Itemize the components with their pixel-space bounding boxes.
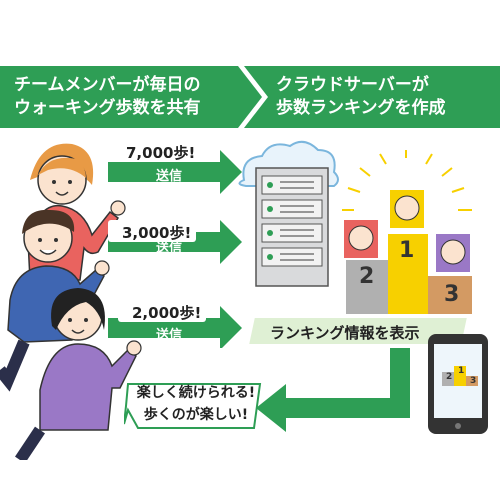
send-arrow-3 bbox=[108, 306, 242, 348]
phone-rank-1: 1 bbox=[458, 366, 465, 376]
phone-rank-2: 2 bbox=[446, 372, 453, 382]
banner-right-shape bbox=[244, 66, 500, 128]
banner-left-line2: ウォーキング歩数を共有 bbox=[14, 98, 201, 118]
header-banners bbox=[0, 66, 500, 128]
glow-rays bbox=[342, 150, 472, 211]
podium-second bbox=[346, 260, 388, 314]
speech-line2: 歩くのが楽しい! bbox=[143, 407, 249, 423]
return-arrow bbox=[256, 348, 410, 432]
send-label-1: 送信 bbox=[156, 169, 183, 184]
podium-first-number: 1 bbox=[399, 238, 415, 263]
step-count-1: 7,000歩! bbox=[112, 140, 200, 162]
person-3 bbox=[15, 288, 142, 460]
banner-right: クラウドサーバーが 歩数ランキングを作成 bbox=[276, 66, 496, 128]
podium-second-number: 2 bbox=[359, 264, 375, 289]
cloud-server-icon bbox=[238, 140, 339, 287]
speech-bubble bbox=[124, 383, 262, 429]
step-count-3-text: 2,000歩! bbox=[132, 304, 202, 322]
banner-left-shape bbox=[0, 66, 262, 128]
step-count-2: 3,000歩! bbox=[108, 220, 196, 242]
ranking-podium bbox=[342, 150, 472, 314]
smartphone-icon bbox=[428, 334, 488, 434]
banner-left: チームメンバーが毎日の ウォーキング歩数を共有 bbox=[14, 66, 244, 128]
step-count-2-text: 3,000歩! bbox=[122, 224, 192, 242]
walking-people-illustration bbox=[0, 143, 142, 460]
banner-left-line1: チームメンバーが毎日の bbox=[14, 75, 201, 95]
podium-third bbox=[428, 276, 472, 314]
banner-right-line1: クラウドサーバーが bbox=[276, 75, 429, 95]
send-arrows bbox=[108, 150, 242, 348]
phone-rank-3: 3 bbox=[470, 376, 477, 386]
send-label-2: 送信 bbox=[156, 241, 183, 256]
ranking-label: ランキング情報を表示 bbox=[270, 324, 420, 342]
podium-third-number: 3 bbox=[444, 282, 460, 307]
speech-line1: 楽しく続けられる! bbox=[136, 385, 256, 401]
speech-text: 楽しく続けられる! 歩くのが楽しい! bbox=[136, 382, 256, 426]
send-arrow-1 bbox=[108, 150, 242, 194]
step-count-1-text: 7,000歩! bbox=[126, 144, 196, 162]
send-label-3: 送信 bbox=[156, 328, 183, 343]
podium-first bbox=[388, 234, 428, 314]
step-count-3: 2,000歩! bbox=[118, 300, 206, 322]
send-arrow-2 bbox=[108, 220, 242, 264]
banner-right-line2: 歩数ランキングを作成 bbox=[276, 98, 446, 118]
